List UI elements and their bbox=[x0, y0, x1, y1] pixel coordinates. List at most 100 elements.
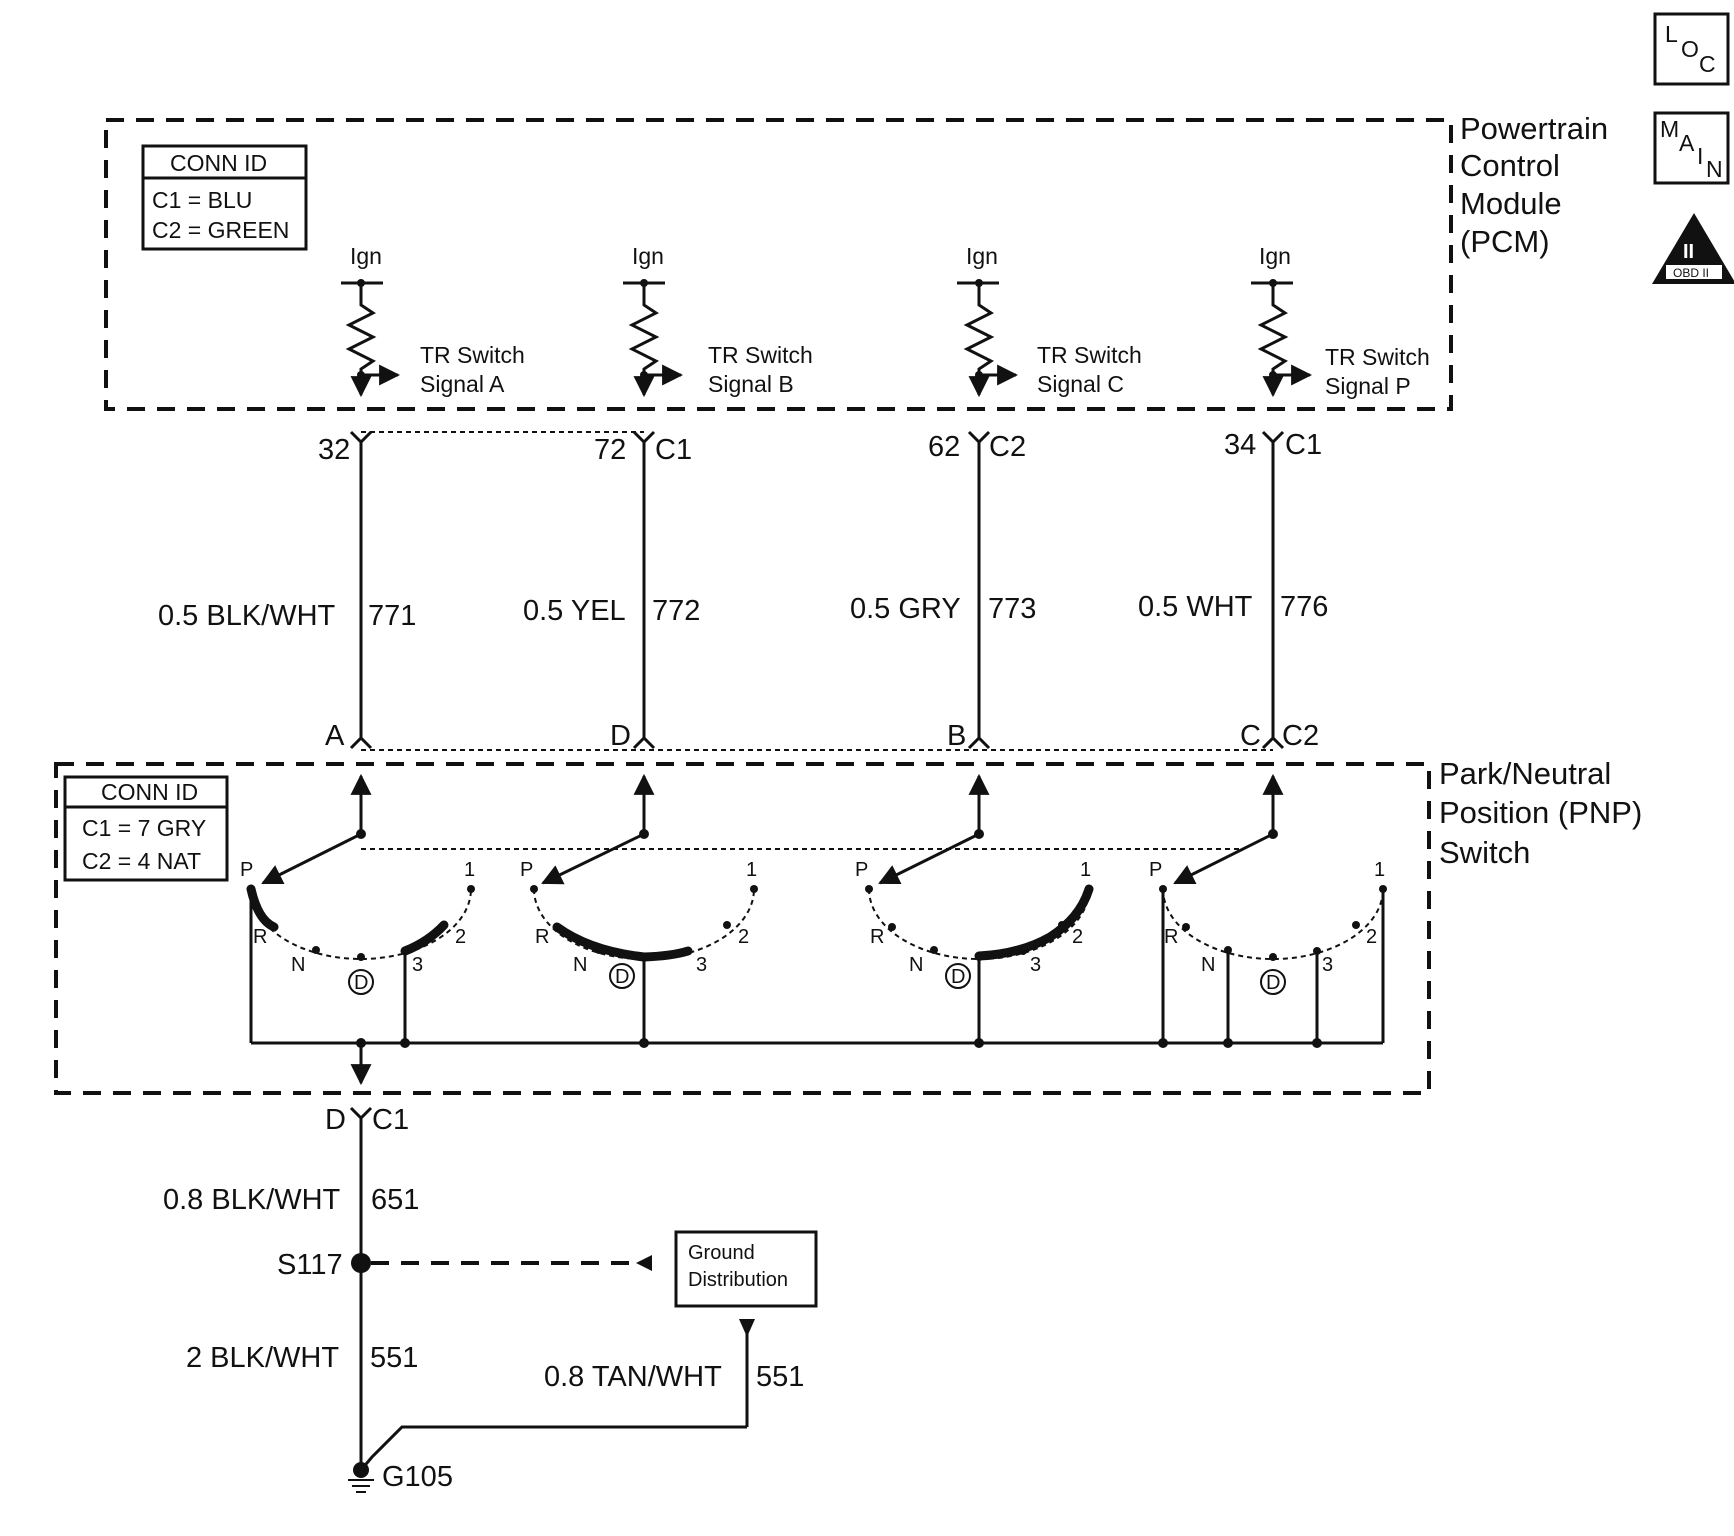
svg-text:R: R bbox=[253, 926, 267, 948]
svg-text:D: D bbox=[1266, 972, 1280, 994]
svg-text:N: N bbox=[291, 954, 305, 976]
svg-text:G105: G105 bbox=[382, 1461, 453, 1493]
svg-text:A: A bbox=[325, 720, 345, 752]
svg-text:Module: Module bbox=[1460, 186, 1562, 221]
svg-text:1: 1 bbox=[464, 859, 475, 881]
svg-text:P: P bbox=[855, 859, 868, 881]
svg-text:Ground: Ground bbox=[688, 1242, 755, 1264]
pcm-input-a: Ign TR Switch Signal A bbox=[341, 243, 525, 398]
svg-text:2 BLK/WHT: 2 BLK/WHT bbox=[186, 1342, 339, 1374]
svg-text:2: 2 bbox=[738, 926, 749, 948]
pcm-input-b: Ign TR Switch Signal B bbox=[623, 243, 813, 398]
svg-text:62: 62 bbox=[928, 431, 960, 463]
svg-text:Signal B: Signal B bbox=[708, 371, 794, 397]
pcm-input-c: Ign TR Switch Signal C bbox=[957, 243, 1142, 398]
svg-text:D: D bbox=[610, 720, 631, 752]
wire-771: 32 0.5 BLK/WHT 771 A bbox=[158, 430, 416, 752]
svg-text:2: 2 bbox=[1366, 926, 1377, 948]
ground-distribution-box[interactable]: Ground Distribution bbox=[674, 1230, 818, 1308]
svg-text:Position (PNP): Position (PNP) bbox=[1439, 795, 1642, 830]
svg-text:B: B bbox=[947, 720, 966, 752]
svg-text:651: 651 bbox=[371, 1184, 419, 1216]
svg-text:3: 3 bbox=[1322, 954, 1333, 976]
svg-text:3: 3 bbox=[696, 954, 707, 976]
svg-text:II: II bbox=[1683, 241, 1694, 263]
svg-text:3: 3 bbox=[412, 954, 423, 976]
svg-text:C2: C2 bbox=[989, 431, 1026, 463]
svg-text:(PCM): (PCM) bbox=[1460, 224, 1550, 259]
svg-text:R: R bbox=[535, 926, 549, 948]
wire-776: 34 C1 0.5 WHT 776 C C2 bbox=[1138, 429, 1328, 752]
ground-symbol-g105: G105 bbox=[348, 1461, 453, 1493]
svg-text:C2 = GREEN: C2 = GREEN bbox=[152, 217, 289, 243]
svg-text:R: R bbox=[870, 926, 884, 948]
svg-text:N: N bbox=[1706, 156, 1723, 182]
svg-text:1: 1 bbox=[1374, 859, 1385, 881]
svg-text:Signal C: Signal C bbox=[1037, 371, 1124, 397]
svg-text:C1: C1 bbox=[1285, 429, 1322, 461]
svg-text:R: R bbox=[1164, 926, 1178, 948]
svg-text:D: D bbox=[615, 966, 629, 988]
pcm-conn-id-table: CONN ID C1 = BLU C2 = GREEN bbox=[141, 144, 308, 251]
svg-text:551: 551 bbox=[370, 1342, 418, 1374]
svg-text:TR Switch: TR Switch bbox=[420, 342, 525, 368]
pnp-boundary bbox=[54, 762, 1431, 1095]
splice-s117 bbox=[351, 1253, 371, 1273]
svg-text:1: 1 bbox=[1080, 859, 1091, 881]
svg-text:Signal P: Signal P bbox=[1325, 373, 1411, 399]
svg-text:0.8 BLK/WHT: 0.8 BLK/WHT bbox=[163, 1184, 341, 1216]
svg-text:72: 72 bbox=[594, 434, 626, 466]
svg-text:Ign: Ign bbox=[350, 243, 382, 269]
pnp-switch-c: P R N D 3 2 1 bbox=[855, 859, 1094, 1043]
svg-text:CONN ID: CONN ID bbox=[101, 779, 198, 805]
svg-text:0.5 YEL: 0.5 YEL bbox=[523, 595, 626, 627]
svg-text:OBD II: OBD II bbox=[1673, 266, 1709, 280]
svg-text:N: N bbox=[1201, 954, 1215, 976]
svg-text:Powertrain: Powertrain bbox=[1460, 111, 1608, 146]
svg-text:C2: C2 bbox=[1282, 720, 1319, 752]
svg-text:3: 3 bbox=[1030, 954, 1041, 976]
pnp-switch-b: P R N D 3 2 1 bbox=[520, 859, 758, 1043]
svg-text:Park/Neutral: Park/Neutral bbox=[1439, 756, 1611, 791]
svg-text:0.5 BLK/WHT: 0.5 BLK/WHT bbox=[158, 600, 336, 632]
wire-772: 72 C1 0.5 YEL 772 D bbox=[523, 430, 700, 752]
svg-text:D: D bbox=[325, 1104, 346, 1136]
svg-text:C: C bbox=[1699, 51, 1716, 77]
pnp-switch-p: P R N D 3 2 1 bbox=[1149, 859, 1387, 1043]
svg-text:C2 = 4 NAT: C2 = 4 NAT bbox=[82, 848, 201, 874]
loc-icon[interactable]: L O C bbox=[1653, 12, 1730, 86]
svg-text:32: 32 bbox=[318, 434, 350, 466]
svg-text:Ign: Ign bbox=[966, 243, 998, 269]
svg-text:Switch: Switch bbox=[1439, 835, 1530, 870]
svg-text:34: 34 bbox=[1224, 429, 1256, 461]
svg-text:M: M bbox=[1660, 116, 1679, 142]
svg-text:2: 2 bbox=[1072, 926, 1083, 948]
svg-text:Ign: Ign bbox=[1259, 243, 1291, 269]
pnp-title: Park/Neutral Position (PNP) Switch bbox=[1439, 756, 1642, 870]
svg-text:N: N bbox=[909, 954, 923, 976]
svg-text:O: O bbox=[1681, 36, 1699, 62]
pcm-boundary bbox=[104, 118, 1453, 411]
svg-text:C: C bbox=[1240, 720, 1261, 752]
svg-text:C1: C1 bbox=[655, 434, 692, 466]
ground-circuit: D C1 0.8 BLK/WHT 651 S117 2 BLK/WHT 551 bbox=[163, 1104, 652, 1470]
svg-text:TR Switch: TR Switch bbox=[1325, 344, 1430, 370]
svg-text:CONN ID: CONN ID bbox=[170, 150, 267, 176]
svg-text:P: P bbox=[1149, 859, 1162, 881]
main-icon[interactable]: M A I N bbox=[1653, 111, 1730, 185]
svg-text:771: 771 bbox=[368, 600, 416, 632]
svg-text:772: 772 bbox=[652, 595, 700, 627]
pnp-conn-id-table: CONN ID C1 = 7 GRY C2 = 4 NAT bbox=[63, 775, 229, 882]
svg-text:551: 551 bbox=[756, 1361, 804, 1393]
svg-text:P: P bbox=[520, 859, 533, 881]
obd-ii-icon[interactable]: II OBD II bbox=[1652, 213, 1734, 284]
svg-text:0.5 WHT: 0.5 WHT bbox=[1138, 591, 1253, 623]
pnp-switch-inputs bbox=[261, 773, 1284, 885]
svg-text:Control: Control bbox=[1460, 148, 1560, 183]
wire-773: 62 C2 0.5 GRY 773 B bbox=[850, 430, 1036, 752]
svg-text:0.8 TAN/WHT: 0.8 TAN/WHT bbox=[544, 1361, 722, 1393]
pcm-title: Powertrain Control Module (PCM) bbox=[1460, 111, 1608, 259]
svg-text:Ign: Ign bbox=[632, 243, 664, 269]
